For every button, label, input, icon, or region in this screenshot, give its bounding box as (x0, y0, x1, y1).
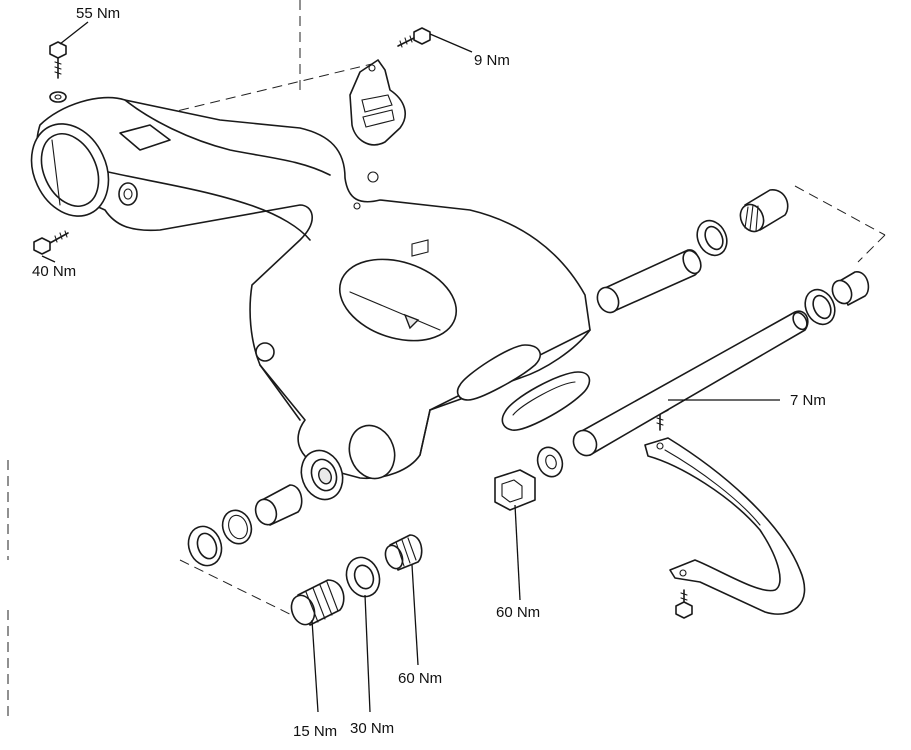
label-15nm: 15 Nm (293, 723, 337, 740)
oil-seal-lower (804, 288, 836, 326)
label-9nm: 9 Nm (474, 52, 510, 69)
adjuster-bolt-15nm (290, 579, 345, 626)
pivot-shaft-long (572, 310, 809, 457)
leader-lines (41, 21, 780, 713)
needle-bearing-upper (739, 189, 789, 233)
pivot-bolt-60nm (384, 534, 423, 571)
swingarm-body (30, 96, 591, 480)
bolt-center-60nm (494, 469, 536, 511)
label-30nm: 30 Nm (350, 720, 394, 737)
bolt-40nm (33, 230, 69, 255)
circlip-lower (221, 509, 253, 545)
bolt-9nm (397, 27, 431, 48)
collar-lower (254, 484, 303, 526)
label-7nm: 7 Nm (790, 392, 826, 409)
guide-strap (644, 437, 806, 615)
bolt-strap-lower (675, 589, 693, 619)
washer-center (536, 446, 564, 478)
label-40nm: 40 Nm (32, 263, 76, 280)
oil-seal-upper (696, 219, 728, 257)
locknut-30nm (345, 556, 381, 598)
bushing-lower-right (831, 271, 870, 306)
mount-bracket (349, 59, 406, 146)
bolt-55nm (49, 41, 67, 103)
label-60nm-center: 60 Nm (496, 604, 540, 621)
alignment-lines (7, 0, 886, 720)
torque-labels: 55 Nm 9 Nm 40 Nm 7 Nm 60 Nm 60 Nm 15 Nm … (32, 5, 826, 740)
spacer-sleeve (596, 249, 702, 314)
label-55nm: 55 Nm (76, 5, 120, 22)
seal-lower-left (187, 525, 223, 567)
ball-bearing-lower (300, 449, 344, 501)
label-60nm-pivot: 60 Nm (398, 670, 442, 687)
